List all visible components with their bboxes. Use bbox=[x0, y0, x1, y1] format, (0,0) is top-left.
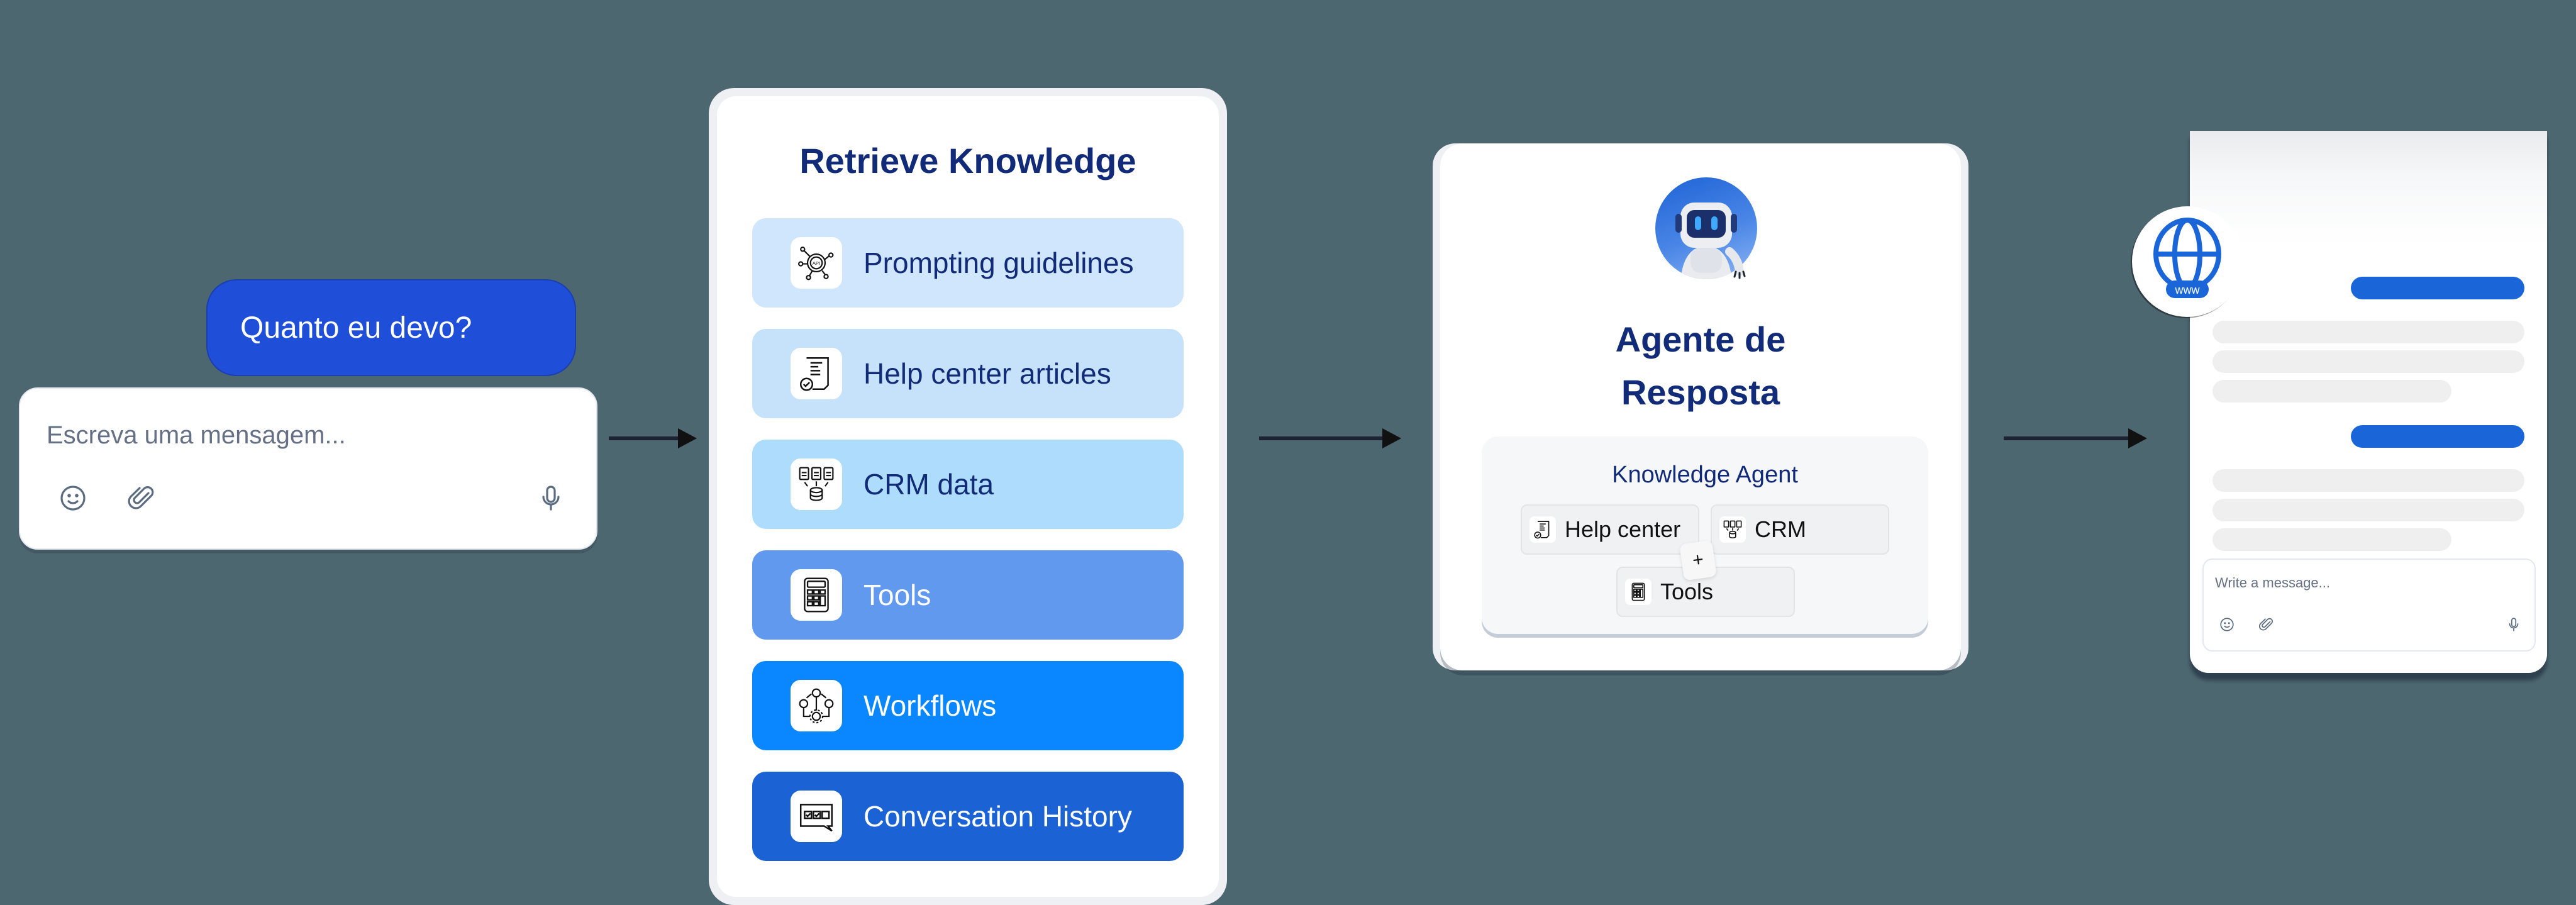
chat-widget: Write a message... bbox=[2190, 131, 2547, 673]
globe-icon: www bbox=[2132, 206, 2243, 317]
chip-help-center[interactable]: Help center bbox=[1521, 504, 1699, 555]
database-icon bbox=[1719, 516, 1746, 543]
document-check-icon bbox=[1530, 516, 1556, 543]
knowledge-item-label: Help center articles bbox=[863, 357, 1111, 390]
user-message-bubble: Quanto eu devo? bbox=[206, 279, 576, 376]
api-gear-icon: API bbox=[791, 237, 842, 289]
knowledge-item-label: Workflows bbox=[863, 689, 997, 722]
knowledge-item-label: Tools bbox=[863, 579, 931, 611]
incoming-message-line bbox=[2212, 499, 2524, 521]
chip-label: CRM bbox=[1755, 516, 1806, 542]
svg-text:www: www bbox=[2175, 284, 2201, 296]
paperclip-icon[interactable] bbox=[126, 483, 156, 513]
emoji-icon[interactable] bbox=[58, 483, 88, 513]
chat-history-icon bbox=[791, 791, 842, 842]
knowledge-item-label: Prompting guidelines bbox=[863, 247, 1134, 279]
knowledge-item-crm-data[interactable]: CRM data bbox=[752, 440, 1184, 529]
arrow-right-icon bbox=[609, 426, 697, 451]
outgoing-message-placeholder bbox=[2351, 425, 2524, 448]
retrieve-knowledge-panel: Retrieve Knowledge API Prompting guideli… bbox=[709, 88, 1227, 905]
incoming-message-line bbox=[2212, 528, 2451, 551]
knowledge-item-conversation-history[interactable]: Conversation History bbox=[752, 772, 1184, 861]
calculator-icon bbox=[1625, 579, 1652, 605]
microphone-icon[interactable] bbox=[536, 483, 566, 513]
widget-header-fade bbox=[2190, 131, 2547, 244]
plus-icon: + bbox=[1679, 540, 1717, 581]
robot-avatar bbox=[1655, 177, 1757, 279]
widget-message-composer[interactable]: Write a message... bbox=[2202, 558, 2536, 652]
incoming-message-line bbox=[2212, 350, 2524, 373]
agent-title: Agente de Resposta bbox=[1615, 319, 1786, 412]
response-agent-panel: Agente de Resposta Knowledge Agent Help … bbox=[1433, 143, 1968, 670]
user-message-text: Quanto eu devo? bbox=[240, 311, 472, 345]
knowledge-item-help-center-articles[interactable]: Help center articles bbox=[752, 329, 1184, 418]
database-icon bbox=[791, 458, 842, 510]
knowledge-agent-card: Knowledge Agent Help center CRM Tools bbox=[1482, 436, 1928, 634]
knowledge-agent-title: Knowledge Agent bbox=[1612, 462, 1798, 488]
paperclip-icon[interactable] bbox=[2258, 616, 2274, 633]
incoming-message-line bbox=[2212, 321, 2524, 343]
incoming-message-line bbox=[2212, 469, 2524, 492]
arrow-right-icon bbox=[2004, 426, 2147, 451]
svg-text:API: API bbox=[813, 260, 821, 266]
knowledge-item-label: Conversation History bbox=[863, 800, 1132, 833]
arrow-right-icon bbox=[1259, 426, 1401, 451]
knowledge-item-prompting-guidelines[interactable]: API Prompting guidelines bbox=[752, 218, 1184, 308]
workflow-icon bbox=[791, 680, 842, 731]
outgoing-message-placeholder bbox=[2351, 277, 2524, 299]
widget-message-input-placeholder[interactable]: Write a message... bbox=[2215, 575, 2330, 591]
microphone-icon[interactable] bbox=[2506, 616, 2522, 633]
chip-label: Help center bbox=[1565, 516, 1681, 542]
document-check-icon bbox=[791, 348, 842, 399]
emoji-icon[interactable] bbox=[2219, 616, 2235, 633]
chip-label: Tools bbox=[1660, 579, 1714, 604]
chip-crm[interactable]: CRM bbox=[1711, 504, 1889, 555]
message-composer[interactable]: Escreva uma mensagem... bbox=[19, 387, 597, 550]
knowledge-item-workflows[interactable]: Workflows bbox=[752, 661, 1184, 750]
incoming-message-line bbox=[2212, 380, 2451, 403]
message-input-placeholder[interactable]: Escreva uma mensagem... bbox=[47, 421, 346, 449]
knowledge-item-label: CRM data bbox=[863, 468, 994, 501]
panel-title: Retrieve Knowledge bbox=[799, 141, 1136, 180]
knowledge-item-tools[interactable]: Tools bbox=[752, 550, 1184, 640]
calculator-icon bbox=[791, 569, 842, 621]
